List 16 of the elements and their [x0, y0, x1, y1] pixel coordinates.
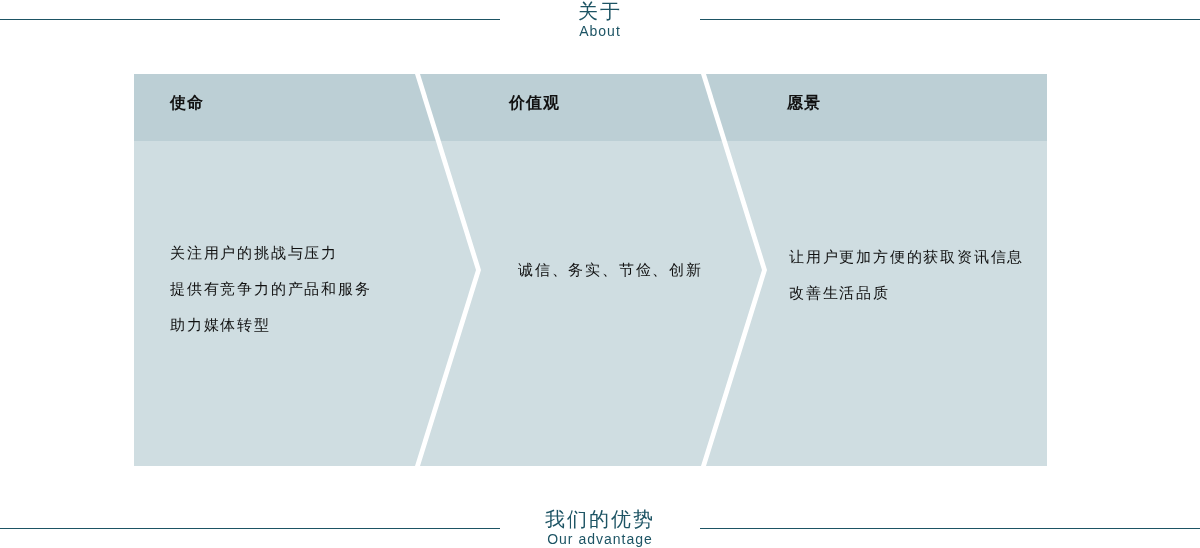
section-title: 关于: [578, 0, 622, 22]
chevron-panel: [134, 74, 476, 466]
panel-heading: 使命: [170, 93, 204, 113]
panel-heading: 价值观: [509, 93, 560, 113]
chevron-panel: [420, 74, 762, 466]
section-subtitle: About: [579, 22, 621, 40]
section-title: 我们的优势: [545, 508, 655, 530]
section-subtitle: Our advantage: [547, 530, 653, 548]
panel-text: 改善生活品质: [789, 283, 891, 303]
panel-text: 让用户更加方便的获取资讯信息: [789, 247, 1025, 267]
panel-text: 关注用户的挑战与压力: [170, 243, 339, 263]
panel-text: 诚信、务实、节俭、创新: [518, 260, 703, 280]
panel-heading: 愿景: [787, 93, 821, 113]
chevron-panel: [706, 74, 1047, 466]
panel-text: 助力媒体转型: [170, 315, 272, 335]
panel-text: 提供有竞争力的产品和服务: [170, 279, 372, 299]
